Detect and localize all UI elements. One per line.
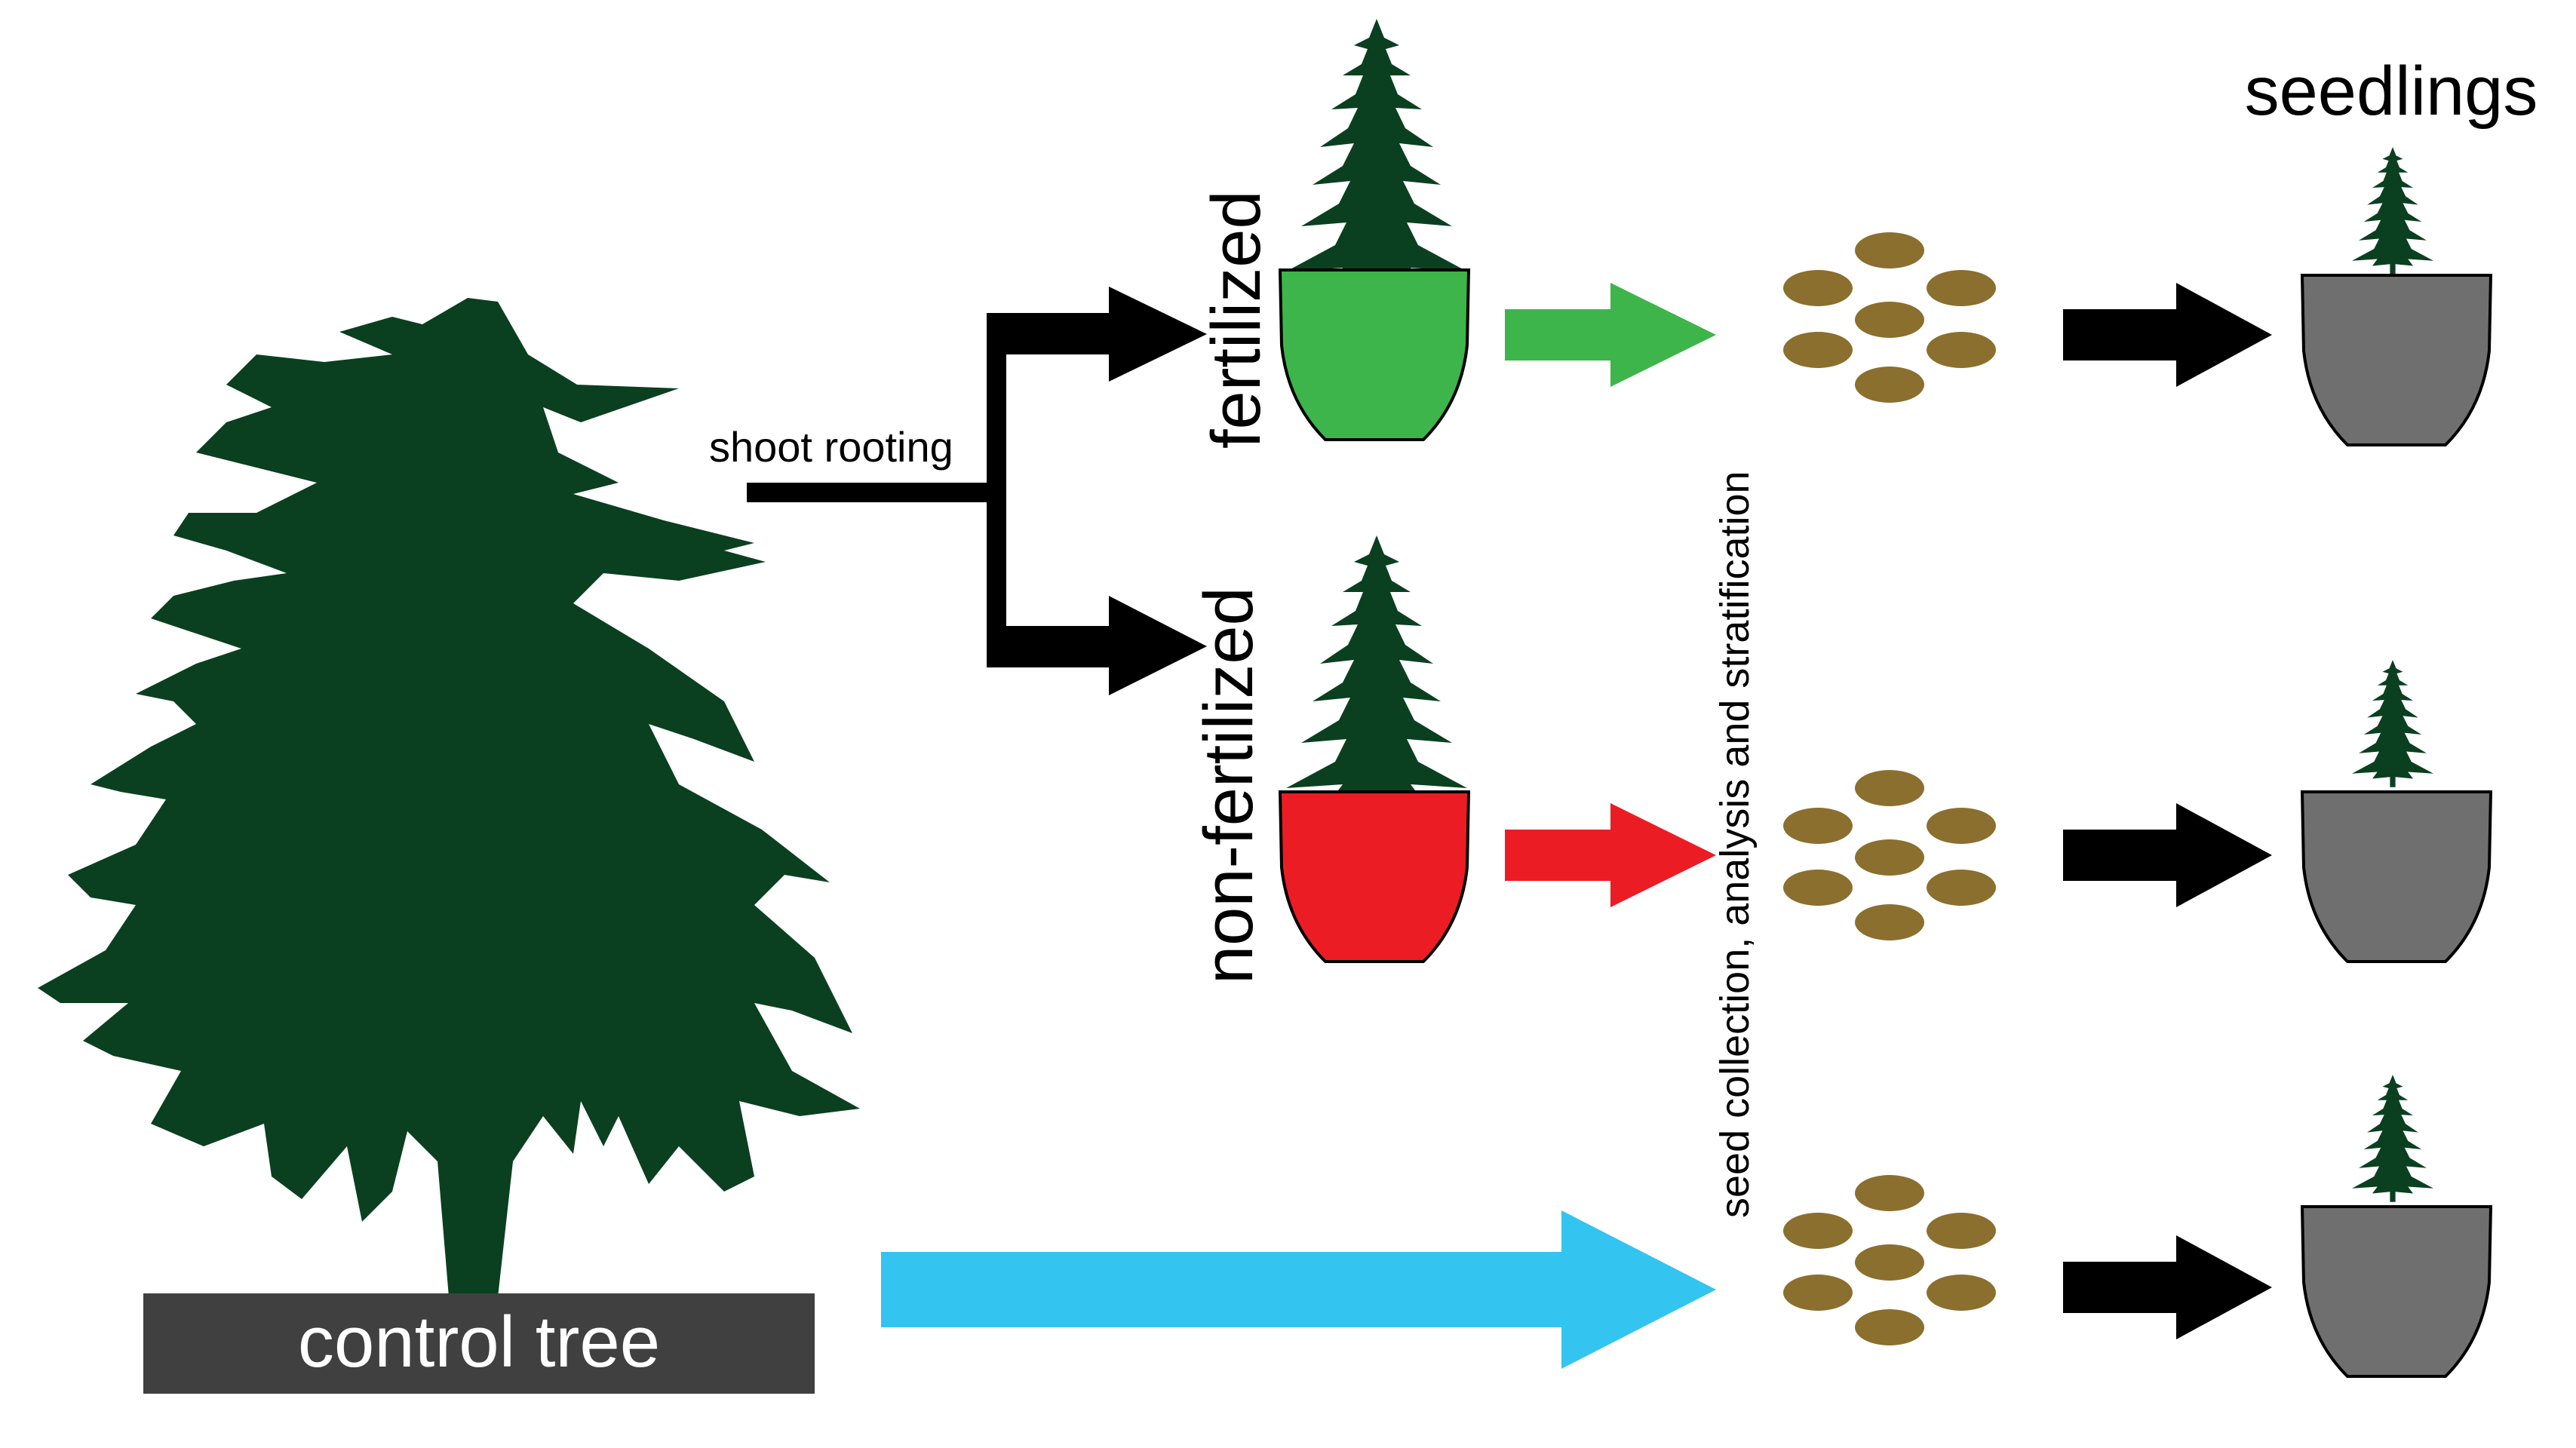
fertilized-label: fertilized: [1198, 190, 1275, 449]
control-seeds-icon: [1783, 1175, 1996, 1345]
blue-arrow: [881, 1210, 1716, 1369]
seedling-pot-icon-3: [2301, 1205, 2492, 1378]
fertilized-tree-icon: [1286, 19, 1467, 302]
seed-process-label: seed collection, analysis and stratifica…: [1712, 471, 1758, 1218]
shoot-rooting-branch-arrows: [747, 287, 1207, 695]
red-arrow: [1505, 803, 1716, 907]
seedling-pot-icon-2: [2301, 790, 2492, 963]
seedling-tree-icon-2: [2352, 660, 2433, 787]
seedling-pot-icon-1: [2301, 274, 2492, 446]
non-fertilized-label: non-fertilized: [1190, 587, 1267, 984]
control-tree-label: control tree: [298, 1302, 660, 1382]
control-tree-label-box: [143, 1293, 815, 1394]
non-fertilized-tree-icon: [1286, 535, 1467, 818]
fertilized-pot-icon: [1279, 268, 1470, 441]
non-fertilized-seeds-icon: [1783, 770, 1996, 940]
shoot-rooting-label: shoot rooting: [709, 423, 953, 471]
seedlings-label: seedlings: [2245, 53, 2538, 130]
non-fertilized-pot-icon: [1279, 790, 1470, 963]
fertilized-seeds-icon: [1783, 232, 1996, 403]
seedling-tree-icon-3: [2352, 1075, 2433, 1202]
seedling-tree-icon-1: [2352, 147, 2433, 275]
green-arrow: [1505, 283, 1716, 387]
black-arrow-row-3: [2063, 1235, 2272, 1339]
black-arrow-row-1: [2063, 283, 2272, 387]
black-arrow-row-2: [2063, 803, 2272, 907]
